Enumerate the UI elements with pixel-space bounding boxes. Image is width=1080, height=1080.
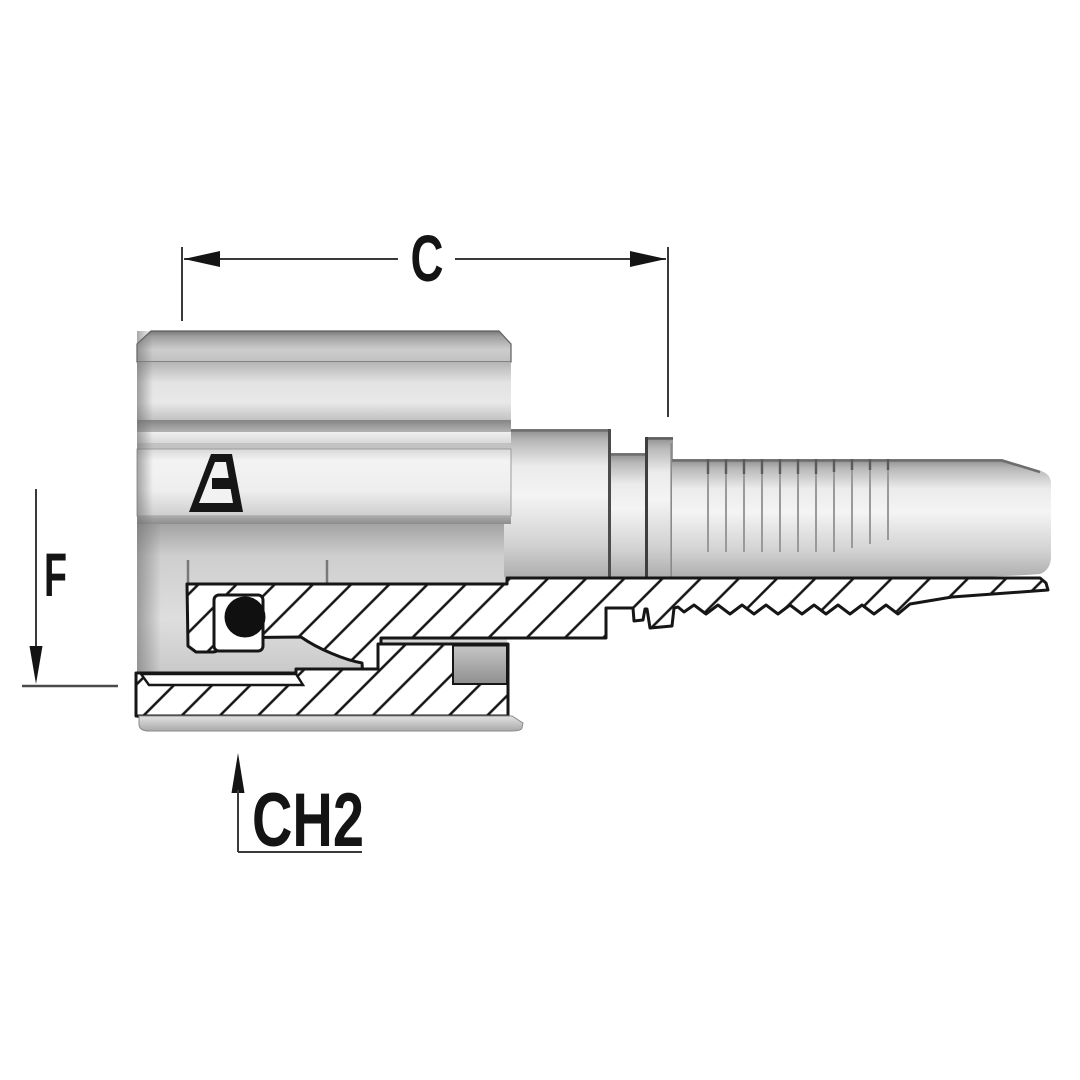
- nut-upper-band: [137, 362, 511, 420]
- barb-grooves: [707, 459, 889, 552]
- nipple-section: [185, 576, 1050, 680]
- nut-lower-chamfer: [137, 516, 511, 524]
- tail-stem: [504, 429, 608, 577]
- tail-neck-groove: [608, 453, 645, 577]
- arrow-down-icon: [29, 646, 43, 684]
- tail-collar: [645, 437, 673, 577]
- dim-label-f: F: [44, 541, 67, 609]
- barb-groove-ticks: [706, 459, 890, 474]
- nut-groove-highlight: [137, 432, 511, 443]
- nut-groove-mid: [137, 443, 511, 449]
- nut-wall-section: [134, 642, 524, 732]
- nut-left-shade: [137, 331, 153, 524]
- tail-barb-body: [672, 459, 1051, 577]
- nut-groove-dark: [137, 420, 511, 432]
- nut-body: [136, 330, 512, 524]
- hose-tail: [504, 429, 1051, 577]
- nut-face-band: [138, 672, 306, 687]
- barb-top-edge: [672, 459, 1041, 474]
- brand-logo-icon: [189, 454, 243, 512]
- arrow-up-icon: [231, 753, 245, 793]
- nut-bottom-chamfer: [138, 715, 524, 732]
- nut-inner-shoulder: [452, 644, 508, 685]
- dim-label-c: C: [411, 221, 444, 295]
- dimension-f: F: [22, 489, 118, 688]
- o-ring: [224, 596, 266, 638]
- nut-top-chamfer-band: [136, 330, 512, 363]
- dim-label-ch2: CH2: [252, 778, 364, 863]
- dimension-ch2: CH2: [231, 753, 364, 863]
- arrow-right-icon: [630, 251, 666, 267]
- arrow-left-icon: [184, 251, 220, 267]
